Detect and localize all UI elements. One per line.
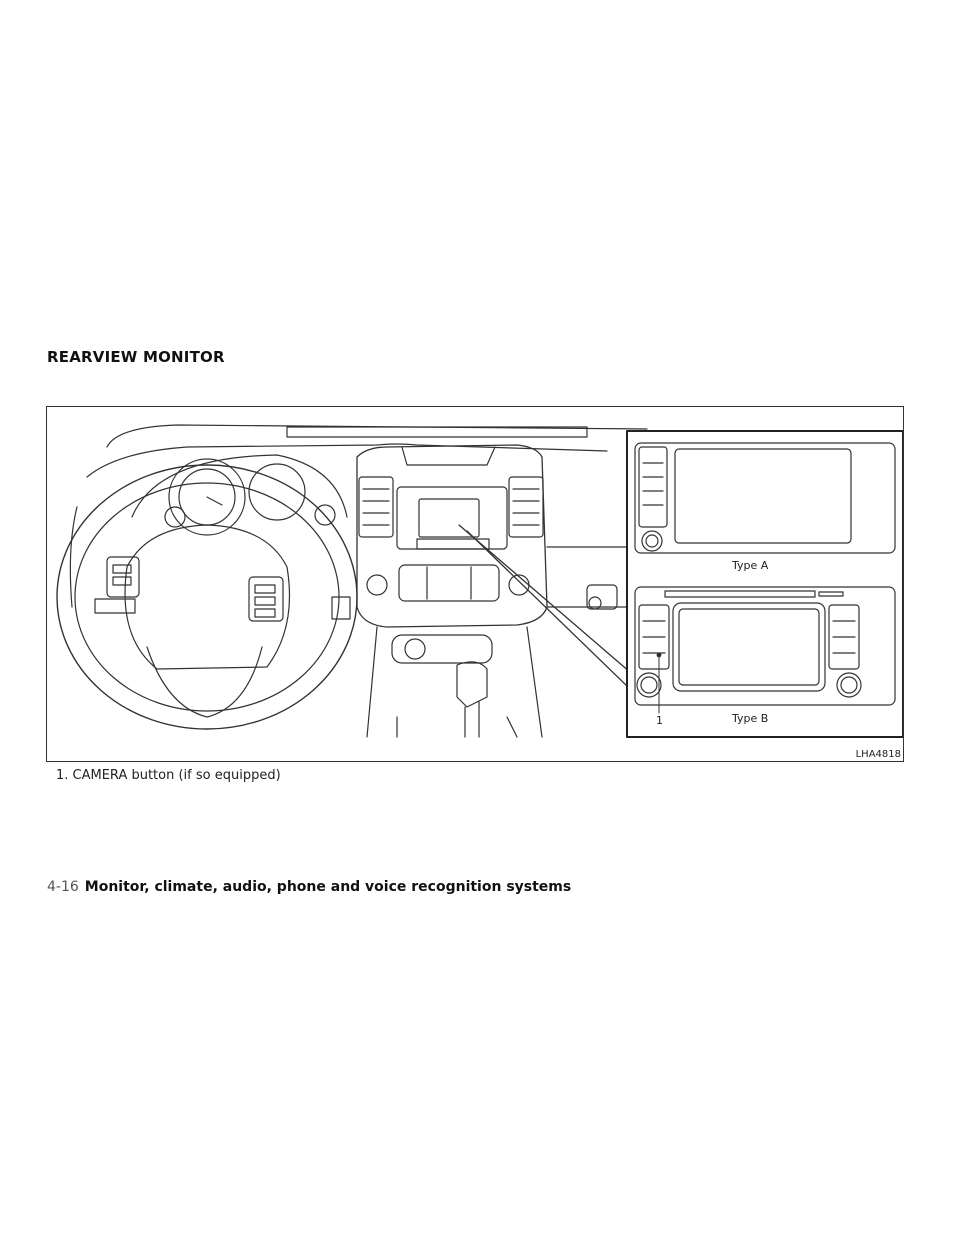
type-b-label: Type B: [732, 712, 769, 725]
section-title: REARVIEW MONITOR: [47, 348, 225, 366]
page-number: 4-16: [47, 879, 79, 895]
type-a-label: Type A: [732, 559, 769, 572]
chapter-title: Monitor, climate, audio, phone and voice…: [84, 879, 572, 895]
callout-number-1: 1: [656, 714, 663, 727]
dashboard-figure: Type A Type B 1 LHA4818: [46, 406, 904, 762]
page-footer: 4-16 Monitor, climate, audio, phone and v…: [47, 879, 571, 895]
figure-caption: 1. CAMERA button (if so equipped): [56, 768, 281, 783]
figure-code: LHA4818: [854, 749, 902, 760]
dashboard-illustration: [56, 424, 903, 738]
